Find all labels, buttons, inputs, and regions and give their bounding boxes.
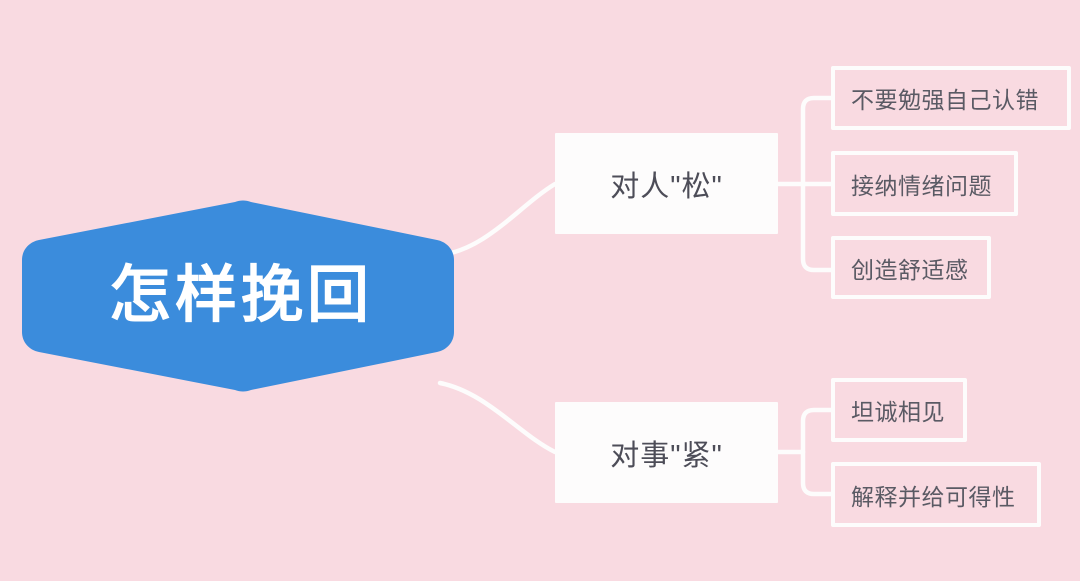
connector-root-to-branch-bottom	[437, 380, 558, 455]
leaf-node-top-2[interactable]: 接纳情绪问题	[831, 151, 1018, 216]
root-node-shape	[22, 200, 454, 392]
connector-branch-bottom-bracket	[800, 407, 834, 497]
connector-root-to-branch-top	[437, 181, 558, 258]
branch-node-bottom[interactable]: 对事"紧"	[555, 402, 778, 503]
root-node-label: 怎样挽回	[108, 261, 373, 330]
leaf-node-bottom-1[interactable]: 坦诚相见	[831, 378, 967, 442]
leaf-node-top-1[interactable]: 不要勉强自己认错	[831, 66, 1071, 130]
branch-node-top[interactable]: 对人"松"	[555, 133, 778, 234]
root-node[interactable]: 怎样挽回	[22, 200, 454, 392]
leaf-node-top-3[interactable]: 创造舒适感	[831, 236, 991, 299]
connector-branch-top-bracket	[800, 95, 834, 273]
leaf-node-bottom-2[interactable]: 解释并给可得性	[831, 462, 1041, 527]
